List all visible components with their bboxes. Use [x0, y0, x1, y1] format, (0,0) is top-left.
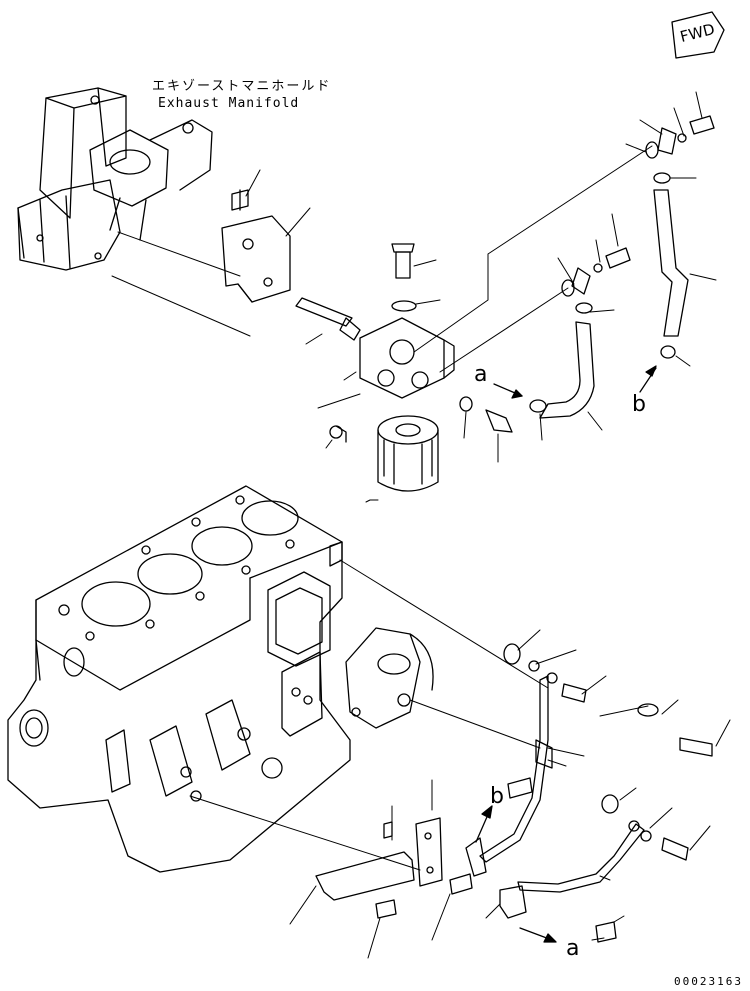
- arrow-a-upper-icon: [493, 383, 523, 399]
- pump-cover: [345, 627, 434, 729]
- eye-joint-upper: [561, 115, 715, 297]
- exhaust-manifold-label-en: Exhaust Manifold: [158, 96, 300, 111]
- lower-bracket: [315, 817, 487, 901]
- hose-a: [539, 302, 595, 419]
- ref-b-upper: b: [632, 392, 646, 417]
- top-fitting: [391, 243, 417, 312]
- bolts-lower: [375, 643, 713, 943]
- leader-lines-upper: [245, 91, 717, 503]
- cylinder-block: [7, 485, 351, 873]
- exhaust-manifold: [17, 87, 213, 271]
- sensor-and-gaskets: [329, 396, 547, 443]
- long-bolt: [295, 297, 361, 341]
- exhaust-manifold-label-ja: エキゾーストマニホールド: [152, 79, 332, 94]
- oil-tube-main: [479, 675, 553, 863]
- ref-b-lower: b: [490, 784, 504, 809]
- arrow-b-lower-icon: [475, 805, 493, 843]
- oil-tube-secondary: [499, 823, 645, 919]
- ref-a-upper: a: [474, 362, 488, 387]
- leader-lines-lower: [189, 559, 731, 959]
- document-number: 00023163: [674, 975, 743, 988]
- arrow-b-upper-icon: [639, 365, 657, 393]
- mount-bracket: [111, 189, 291, 337]
- arrow-a-lower-icon: [519, 927, 557, 943]
- fwd-arrow-icon: [671, 11, 725, 59]
- ref-a-lower: a: [566, 936, 580, 961]
- hose-b: [653, 172, 689, 359]
- filter-cartridge: [377, 415, 439, 492]
- filter-head: [359, 317, 455, 399]
